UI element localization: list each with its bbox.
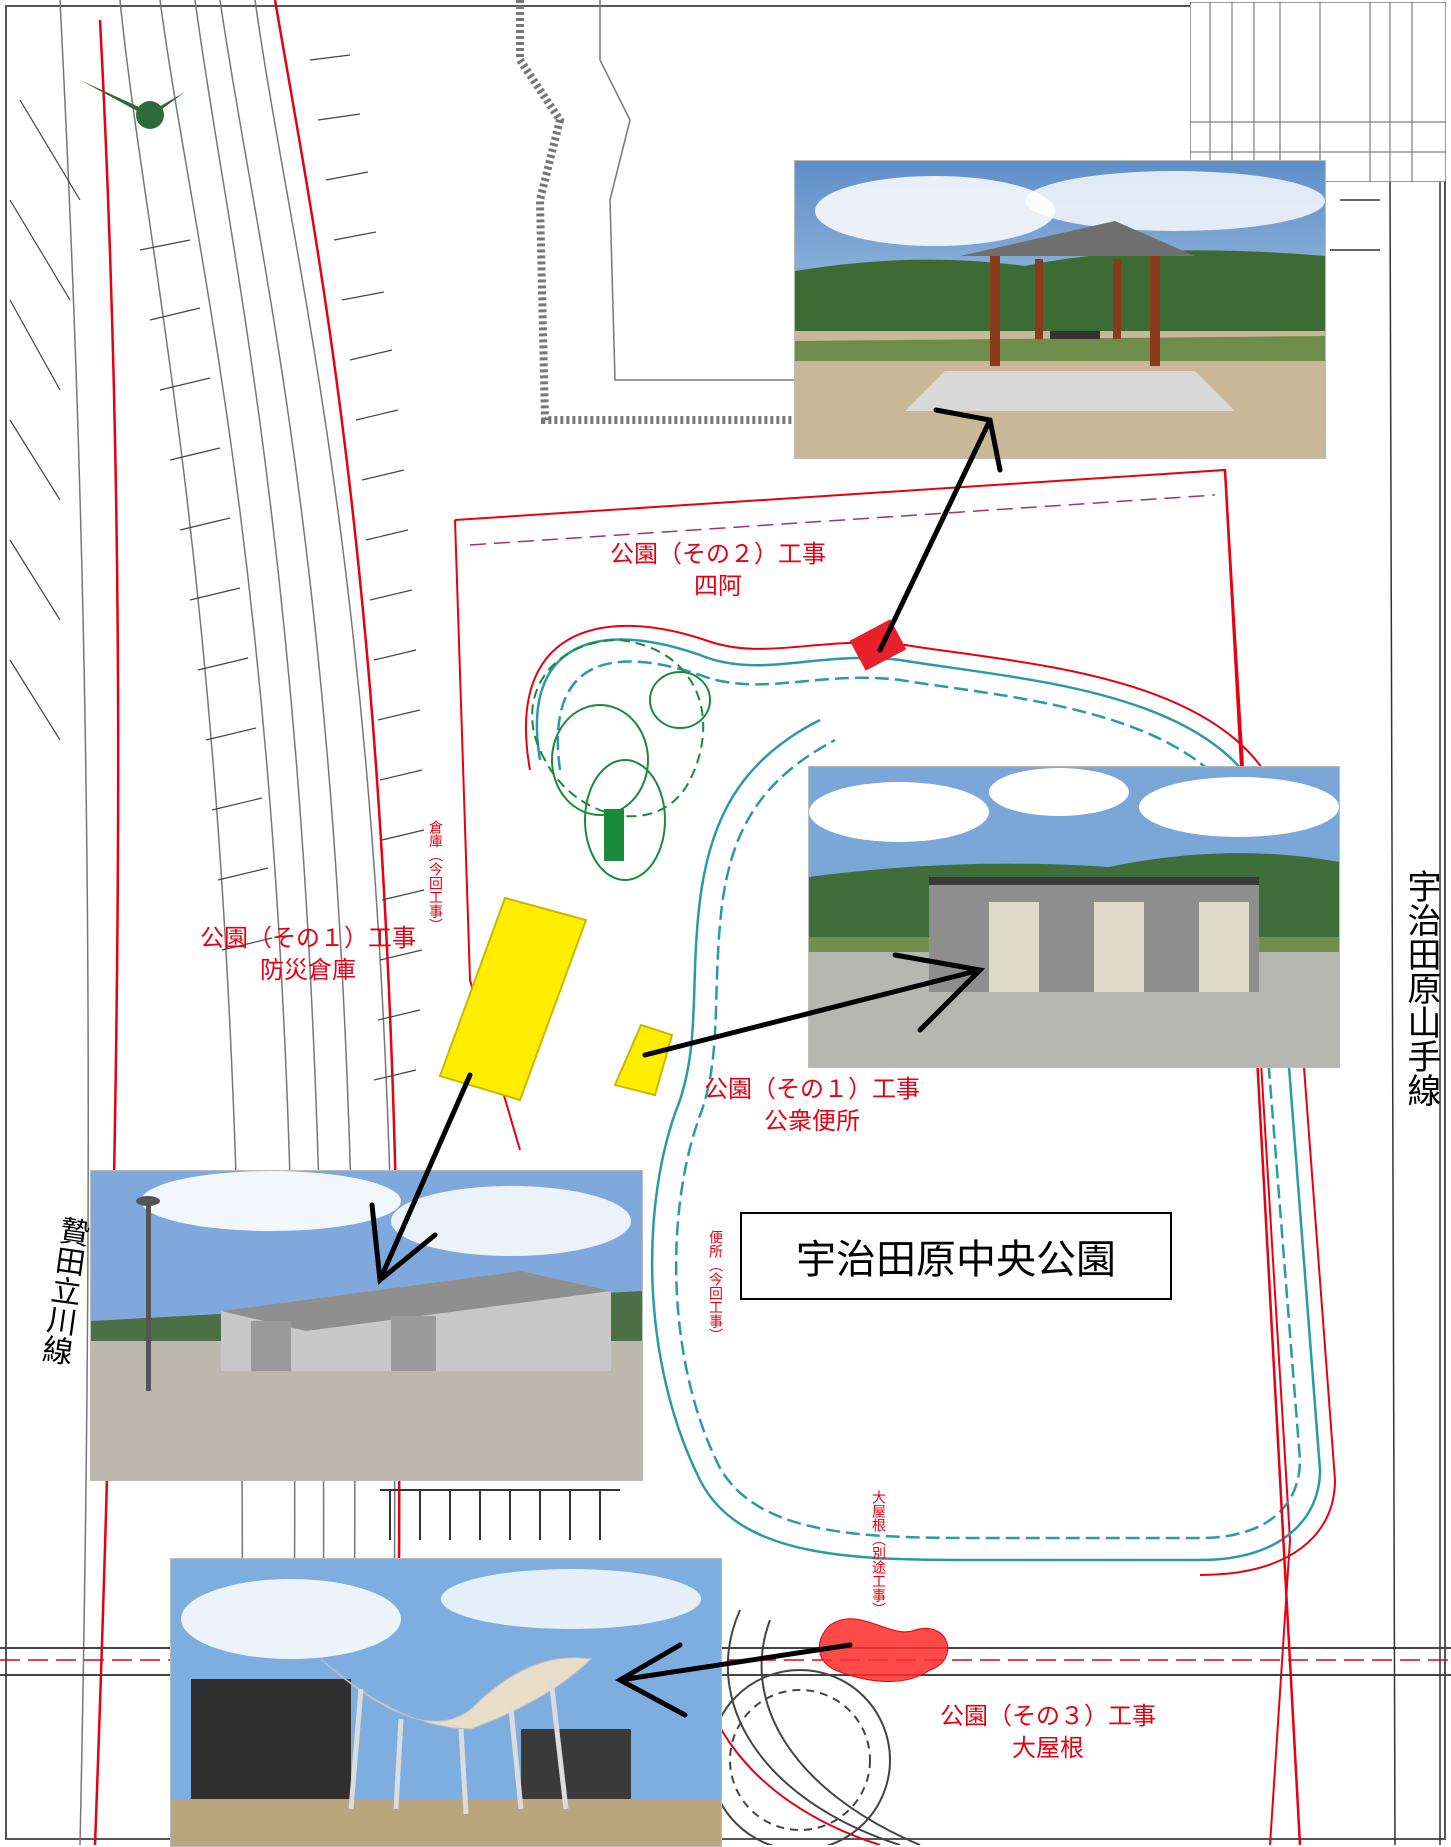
parking-stalls <box>380 1489 620 1540</box>
warehouse-callout-line2: 防災倉庫 <box>260 956 356 984</box>
planting-area <box>531 638 711 881</box>
road-label-right: 宇治田原山手線 <box>1401 869 1441 1107</box>
toilet-note: 便所（今回工事） <box>707 1230 723 1342</box>
toilet-callout: 公園（その１）工事 公衆便所 <box>664 1073 960 1137</box>
boundary-dashed <box>469 494 1216 546</box>
sheet-frame <box>5 5 1446 1840</box>
toilet-callout-line1: 公園（その１）工事 <box>704 1075 920 1103</box>
retaining-wall <box>516 0 1120 424</box>
slope-hatching <box>9 54 425 1081</box>
warehouse-note: 倉庫（今回工事） <box>427 820 443 932</box>
park-name-box: 宇治田原中央公園 <box>740 1212 1172 1300</box>
warehouse-photo <box>90 1170 643 1481</box>
toilet-photo <box>808 766 1340 1068</box>
roof-callout-line1: 公園（その３）工事 <box>940 1702 1156 1730</box>
tree-symbol <box>80 80 185 129</box>
warehouse-callout-line1: 公園（その１）工事 <box>200 924 416 952</box>
right-road-lines <box>1330 179 1441 1845</box>
roof-callout: 公園（その３）工事 大屋根 <box>900 1700 1196 1764</box>
azumaya-callout-line1: 公園（その２）工事 <box>610 540 826 568</box>
azumaya-callout: 公園（その２）工事 四阿 <box>570 538 866 602</box>
warehouse-footprint <box>438 896 588 1102</box>
azumaya-callout-line2: 四阿 <box>694 572 742 600</box>
toilet-callout-line2: 公衆便所 <box>764 1107 860 1135</box>
warehouse-callout: 公園（その１）工事 防災倉庫 <box>160 922 456 986</box>
roof-note: 大屋根（別途工事） <box>870 1490 886 1616</box>
title-block <box>1190 2 1446 182</box>
roof-callout-line2: 大屋根 <box>1012 1734 1084 1762</box>
canopy-photo <box>170 1558 722 1847</box>
azumaya-photo <box>794 160 1326 459</box>
